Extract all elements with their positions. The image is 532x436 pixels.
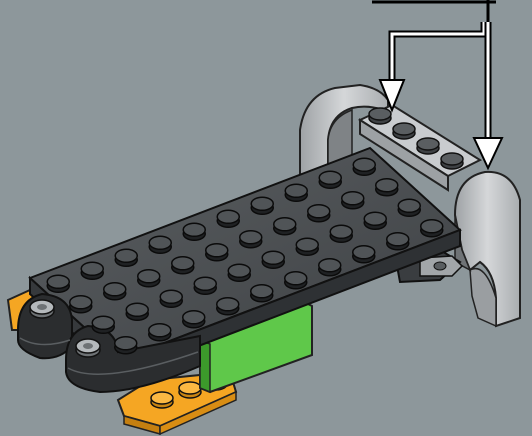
plate-stud-top	[319, 171, 341, 184]
plate-stud-top	[115, 337, 137, 350]
plate-stud-top	[138, 270, 160, 283]
plate-stud-top	[353, 158, 375, 171]
plate-stud-top	[194, 277, 216, 290]
plate-stud-top	[115, 249, 137, 262]
plate-stud-top	[353, 246, 375, 259]
plate-stud-top	[251, 285, 273, 298]
plate-stud-top	[262, 251, 284, 264]
plate-stud-top	[217, 298, 239, 311]
plate-stud-top	[240, 231, 262, 244]
plate-stud-top	[319, 259, 341, 272]
plate-stud-top	[330, 225, 352, 238]
plate-stud-top	[274, 218, 296, 231]
plate-stud-top	[149, 324, 171, 337]
plate-stud-top	[206, 244, 228, 257]
plate-stud-top	[308, 205, 330, 218]
plate-stud-top	[364, 212, 386, 225]
plate-stud-top	[217, 210, 239, 223]
plate-stud-top	[421, 220, 443, 233]
plate-stud-top	[285, 272, 307, 285]
plate-stud-top	[183, 311, 205, 324]
plate-stud-top	[92, 316, 114, 329]
plate-stud-top	[183, 223, 205, 236]
plate-stud-top	[70, 296, 92, 309]
plate-stud-top	[398, 199, 420, 212]
plate-stud-top	[81, 262, 103, 275]
plate-stud-top	[160, 290, 182, 303]
plate-stud-top	[47, 275, 69, 288]
front-light-grey-arch	[455, 172, 520, 326]
plate-stud-top	[228, 264, 250, 277]
plate-stud-top	[376, 179, 398, 192]
plate-stud-top	[126, 303, 148, 316]
plate-stud-top	[296, 238, 318, 251]
plate-stud-top	[149, 236, 171, 249]
plate-stud-top	[387, 233, 409, 246]
right-callout-arrow	[474, 22, 502, 168]
plate-stud-top	[285, 184, 307, 197]
plate-stud-top	[342, 192, 364, 205]
plate-stud-top	[172, 257, 194, 270]
plate-stud-top	[251, 197, 273, 210]
plate-stud-top	[104, 283, 126, 296]
left-callout-arrow	[380, 22, 488, 110]
